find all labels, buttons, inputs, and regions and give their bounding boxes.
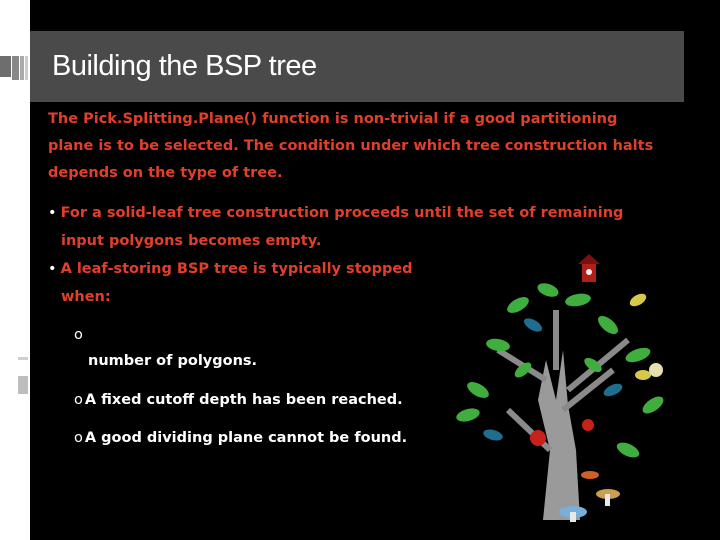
decor-bar	[20, 56, 24, 80]
bullet-text-cont: when:	[61, 289, 111, 305]
tree-illustration	[456, 254, 664, 522]
sub-bullet-text: A good dividing plane cannot be found.	[84, 430, 408, 446]
bullet-item: •For a solid-leaf tree construction proc…	[48, 199, 623, 255]
bullet-marker: •	[48, 261, 57, 277]
decor-bar	[25, 56, 28, 80]
decor-bar	[0, 56, 11, 77]
sub-bullet-marker: o	[74, 430, 83, 446]
bullet-text: For a solid-leaf tree construction proce…	[60, 205, 624, 221]
slide-title: Building the BSP tree	[52, 50, 317, 82]
sub-bullet-text: number of polygons.	[88, 353, 258, 369]
sub-bullet-marker: o	[74, 327, 83, 343]
sub-bullet-marker-only: o	[74, 322, 85, 348]
sub-bullet-marker: o	[74, 392, 83, 408]
decor-bar	[18, 357, 28, 360]
bullet-text: A leaf-storing BSP tree is typically sto…	[60, 261, 413, 277]
bullet-text-cont: input polygons becomes empty.	[61, 233, 322, 249]
bullet-marker: •	[48, 205, 57, 221]
bullet-item: •A leaf-storing BSP tree is typically st…	[48, 255, 413, 311]
decor-bar	[18, 376, 28, 394]
intro-paragraph: The Pick.Splitting.Plane() function is n…	[48, 111, 654, 181]
sub-bullet-text: A fixed cutoff depth has been reached.	[84, 392, 403, 408]
decor-bar	[12, 56, 19, 80]
title-bar	[30, 31, 684, 102]
